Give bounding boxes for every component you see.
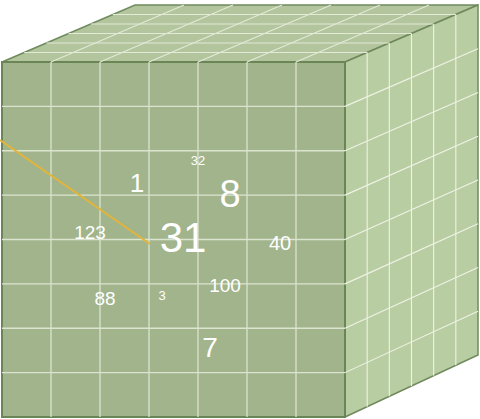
callout-number: 7 (202, 334, 218, 362)
grid-lines (24, 5, 456, 62)
callout-number: 8 (219, 175, 240, 213)
grid-lines (345, 15, 478, 407)
front-face (2, 62, 345, 417)
callout-number: 31 (160, 217, 207, 259)
grid-lines (2, 62, 345, 417)
callout-number: 123 (74, 223, 106, 242)
callout-number: 100 (209, 276, 241, 295)
pointer-line (0, 140, 150, 244)
callout-number: 40 (269, 233, 291, 253)
callout-number: 1 (130, 170, 144, 196)
callout-number: 3 (158, 289, 165, 302)
right-face (345, 5, 478, 417)
callout-number: 88 (94, 289, 115, 308)
callout-number: 32 (191, 154, 205, 167)
